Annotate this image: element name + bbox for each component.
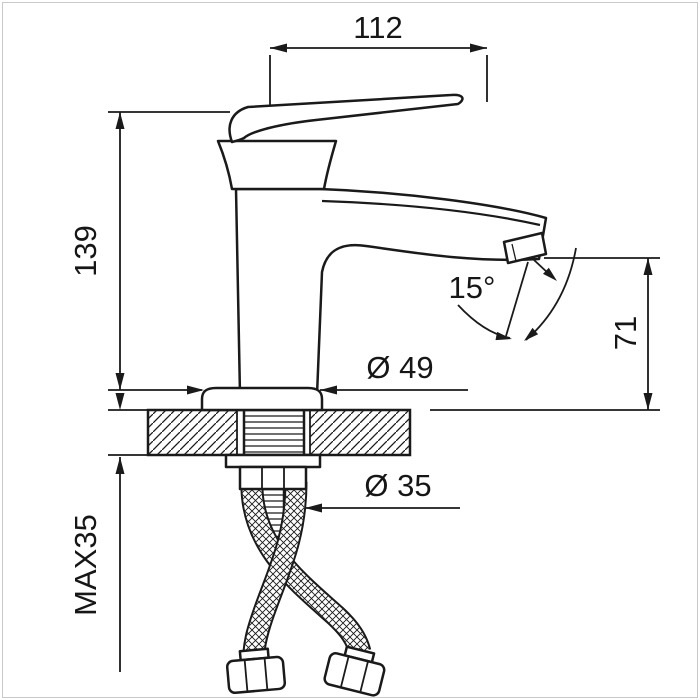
dimension-top-width: 112 [269,10,488,106]
height-label: 139 [68,225,103,277]
dimension-hole-diameter: Ø 35 [305,468,460,513]
arrowhead [305,503,322,513]
dimension-max-thickness: MAX35 [68,393,230,672]
shank-body [242,408,306,457]
aerator [502,231,548,265]
cartridge-cap [216,139,338,191]
angle-label: 15° [449,270,496,305]
top-width-label: 112 [353,10,402,45]
arrowhead-top [115,393,125,410]
stream-arrowhead [543,267,557,281]
counter-slab [146,408,412,457]
faucet-base-flange [200,386,324,412]
base-diameter-label: Ø 49 [366,350,433,385]
horseshoe-washer [224,453,322,469]
threaded-shank [242,408,306,457]
mounting-hardware [224,453,322,491]
arrowhead-left [270,43,287,53]
faucet-body-and-spout [234,187,548,397]
swivel-arc [525,247,577,341]
supply-hoses [225,481,386,697]
hose-right-end [240,481,372,656]
arrowhead-right [320,385,337,395]
arrowhead-bottom [643,393,653,410]
dimension-base-diameter: Ø 49 [187,350,468,395]
counter-hatch-left [148,410,237,455]
max-thickness-label: MAX35 [68,514,103,616]
arrowhead-left [187,385,204,395]
arrowhead-bottom [115,373,125,390]
mounting-nut [238,465,308,491]
angle-arc [457,304,511,339]
hole-diameter-label: Ø 35 [364,468,431,503]
hose-hex-nut-left [225,647,287,695]
hose-left-end [242,481,308,654]
dimension-spout-height: 71 [430,257,660,411]
angle-annotation: 15° [449,247,577,341]
spout-height-label: 71 [608,316,643,350]
arrowhead-top [643,258,653,275]
arrowhead-bottom [115,457,125,474]
shank-threads [245,415,303,453]
swivel-arc-arrowhead [524,327,539,341]
dimension-height: 139 [68,111,230,391]
spout-inner-line [321,199,541,227]
counter-hatch-right [310,410,410,455]
arrowhead-top [115,112,125,129]
faucet [200,93,548,412]
lever-handle [228,93,464,144]
angle-arc-arrowhead [495,331,512,341]
stream-axis-line [505,261,529,337]
hose-hex-nut-right [323,645,386,697]
arrowhead-right [470,43,487,53]
